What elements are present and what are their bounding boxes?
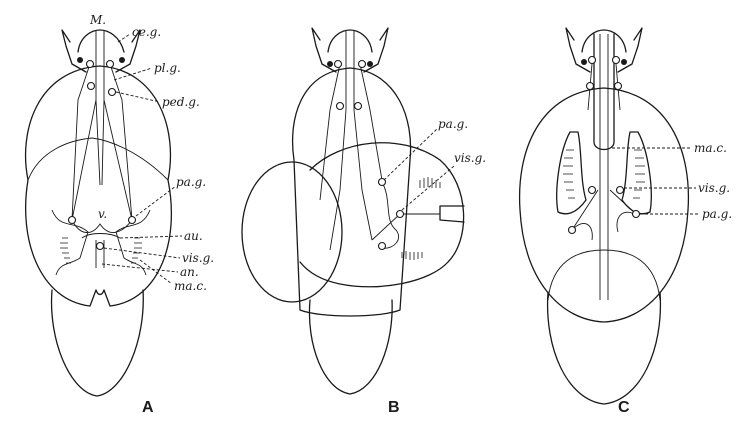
panel-c-dome [548, 250, 660, 300]
panel-b-pleural-ganglion [337, 103, 344, 110]
panel-a-an-leader [102, 264, 178, 272]
panel-c-visceral-ganglion-left [589, 187, 596, 194]
panel-c-visceral-ganglion-right [617, 187, 624, 194]
panel-a-label-ma-c: ma.c. [174, 279, 207, 293]
panel-a-eye-left [77, 57, 83, 63]
panel-c-eye-left [581, 59, 587, 65]
panel-c-caption: C [618, 399, 630, 416]
panel-a-commissure [72, 220, 132, 233]
panel-a-auricle [82, 234, 120, 269]
panel-b-eye-left [327, 61, 333, 67]
panel-c-cerebral-ganglion-right [613, 57, 620, 64]
panel-c-gill-left [557, 132, 586, 214]
panel-b-eye-right [367, 61, 373, 67]
panel-a-label-ce-g: ce.g. [132, 25, 161, 39]
panel-b-head [312, 28, 388, 72]
panel-a-body [26, 66, 172, 306]
panel-b-label-vis-g: vis.g. [454, 151, 486, 165]
panel-c-cerebral-ganglion-left [589, 57, 596, 64]
panel-a-label-an: an. [180, 265, 199, 279]
panel-a-pedal-ganglion [109, 89, 116, 96]
panel-c-body [520, 88, 689, 322]
panel-c-eye-right [621, 59, 627, 65]
panel-a-parietal-ganglion-left [69, 217, 76, 224]
panel-a-label-pa-g: pa.g. [176, 175, 206, 189]
panel-c-gill-right-hatch [633, 150, 645, 198]
panel-a-label-au: au. [184, 229, 203, 243]
panel-a-au-leader [120, 236, 182, 238]
panel-a-foot [52, 290, 144, 396]
panel-b-cerebral-ganglion-right [359, 61, 366, 68]
panel-b-visceral-ganglion [397, 211, 404, 218]
panel-a-label-ped-g: ped.g. [162, 95, 200, 109]
panel-c-label-ma-c: ma.c. [694, 141, 727, 155]
panel-b: pa.g. vis.g. B [242, 28, 486, 416]
panel-c-head [566, 28, 642, 72]
panel-b-visceral-mass [300, 143, 464, 287]
panel-a-ce-g-leader [118, 34, 130, 42]
panel-b-body [293, 68, 411, 316]
panel-a-caption: A [142, 399, 154, 416]
panel-b-notch [440, 206, 464, 222]
panel-a-label-v: v. [98, 207, 107, 221]
panel-a-label-pl-g: pl.g. [154, 61, 181, 75]
panel-b-label-pa-g: pa.g. [438, 117, 468, 131]
panel-c-pedal-ganglion [615, 83, 622, 90]
panel-c-mantle-cavity [594, 34, 614, 150]
panel-a-gill-right [131, 238, 142, 263]
panel-a-cerebral-ganglion-left [87, 61, 94, 68]
panel-a-gill-left [60, 238, 71, 263]
panel-b-caption: B [388, 399, 400, 416]
panel-c-label-pa-g: pa.g. [702, 207, 732, 221]
panel-b-pedal-ganglion [355, 103, 362, 110]
panel-c-pleural-ganglion [587, 83, 594, 90]
panel-b-parietal-ganglion-lower [379, 243, 386, 250]
panel-c-parietal-ganglion-left [569, 227, 576, 234]
panel-c-parietal-ganglion-right [633, 211, 640, 218]
panel-c-gill-right [622, 132, 651, 214]
panel-c: ma.c. vis.g. pa.g. C [520, 28, 733, 416]
panel-a-label-m: M. [89, 13, 106, 27]
panel-a: M. ce.g. pl.g. ped.g. pa.g. v. au. vis.g… [26, 13, 215, 416]
panel-a-eye-right [119, 57, 125, 63]
panel-a-visceral-ganglion [97, 243, 104, 250]
panel-b-gill-lower [402, 251, 422, 260]
panel-c-lower-lobes [574, 212, 634, 240]
panel-a-ped-g-leader [116, 92, 160, 102]
panel-b-cerebral-ganglion-left [335, 61, 342, 68]
panel-a-cerebral-ganglion-right [107, 61, 114, 68]
panel-a-pa-g-leader [136, 186, 176, 216]
panel-a-pleural-ganglion [88, 83, 95, 90]
panel-a-parietal-ganglion-right [129, 217, 136, 224]
panel-a-label-vis-g: vis.g. [182, 251, 214, 265]
panel-c-gill-left-hatch [563, 150, 575, 198]
panel-a-vis-g-leader [104, 248, 180, 258]
panel-c-label-vis-g: vis.g. [698, 181, 730, 195]
